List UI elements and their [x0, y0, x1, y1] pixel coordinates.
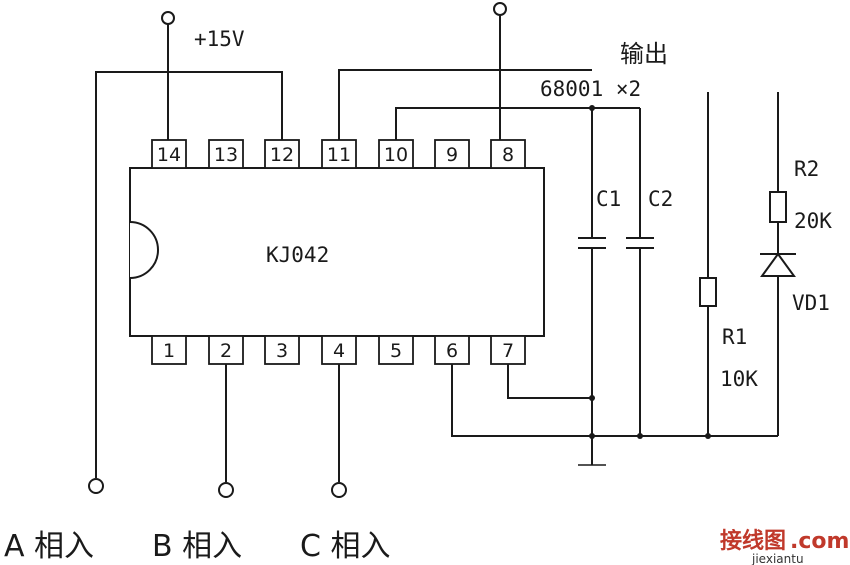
- wires: [95, 14, 779, 482]
- svg-text:3: 3: [276, 340, 288, 362]
- top-terminal-pin8: [493, 2, 507, 16]
- junctions: [589, 105, 711, 439]
- pin-12: 12: [264, 139, 300, 169]
- svg-text:2: 2: [220, 340, 232, 362]
- input-c-terminal: [331, 482, 347, 498]
- vd1-label: VD1: [792, 291, 830, 315]
- svg-text:9: 9: [446, 144, 458, 166]
- pin-6: 6: [434, 335, 470, 365]
- pin-7: 7: [490, 335, 526, 365]
- svg-text:12: 12: [270, 144, 294, 166]
- watermark-site: jiexiantu: [751, 552, 804, 565]
- pin-8: 8: [490, 139, 526, 169]
- pin-4: 4: [321, 335, 357, 365]
- pin-10: 10: [378, 139, 414, 169]
- watermark-brand-cn: 接线图: [720, 528, 786, 554]
- supply-label: +15V: [194, 27, 245, 51]
- output-label: 输出: [620, 40, 668, 68]
- svg-text:14: 14: [157, 144, 181, 166]
- svg-text:4: 4: [333, 340, 345, 362]
- watermark-brand-com: .com: [790, 529, 849, 554]
- cap-spec-label: 68001 ×2: [540, 77, 641, 101]
- c1-label: C1: [596, 187, 621, 211]
- svg-text:5: 5: [390, 340, 402, 362]
- pin-13: 13: [208, 139, 244, 169]
- chip-name: KJ042: [266, 243, 329, 267]
- input-a-label: A 相入: [4, 529, 94, 564]
- input-a-terminal: [88, 478, 104, 494]
- pin-14: 14: [151, 139, 187, 169]
- resistor-r2: [769, 191, 787, 223]
- svg-text:7: 7: [502, 340, 514, 362]
- supply-terminal: [161, 11, 175, 25]
- chip-notch: [129, 221, 159, 279]
- input-c-label: C 相入: [300, 529, 390, 564]
- pin-11: 11: [321, 139, 357, 169]
- bottom-pins: 1 2 3 4 5 6 7: [151, 335, 526, 365]
- capacitor-c1: [578, 237, 606, 249]
- diode-vd1: [760, 252, 796, 277]
- watermark: 接线图 .com jiexiantu: [720, 528, 849, 565]
- r1-label: R1: [722, 325, 747, 349]
- top-pins: 14 13 12 11 10 9 8: [151, 139, 526, 169]
- input-b-label: B 相入: [152, 529, 242, 564]
- svg-text:13: 13: [214, 144, 238, 166]
- r2-label: R2: [794, 157, 819, 181]
- svg-text:1: 1: [163, 340, 175, 362]
- pin-3: 3: [264, 335, 300, 365]
- resistor-r1: [699, 277, 717, 307]
- c2-label: C2: [648, 187, 673, 211]
- pin-5: 5: [378, 335, 414, 365]
- input-b-terminal: [218, 482, 234, 498]
- svg-text:10: 10: [384, 144, 408, 166]
- r2-value-label: 20K: [794, 209, 832, 233]
- terminals: [88, 2, 507, 498]
- r1-value-label: 10K: [720, 367, 758, 391]
- svg-text:6: 6: [446, 340, 458, 362]
- pin-9: 9: [434, 139, 470, 169]
- ic-kj042: KJ042: [129, 167, 545, 337]
- pin-1: 1: [151, 335, 187, 365]
- capacitor-c2: [626, 237, 654, 249]
- pin-2: 2: [208, 335, 244, 365]
- svg-text:8: 8: [502, 144, 514, 166]
- svg-text:11: 11: [327, 144, 351, 166]
